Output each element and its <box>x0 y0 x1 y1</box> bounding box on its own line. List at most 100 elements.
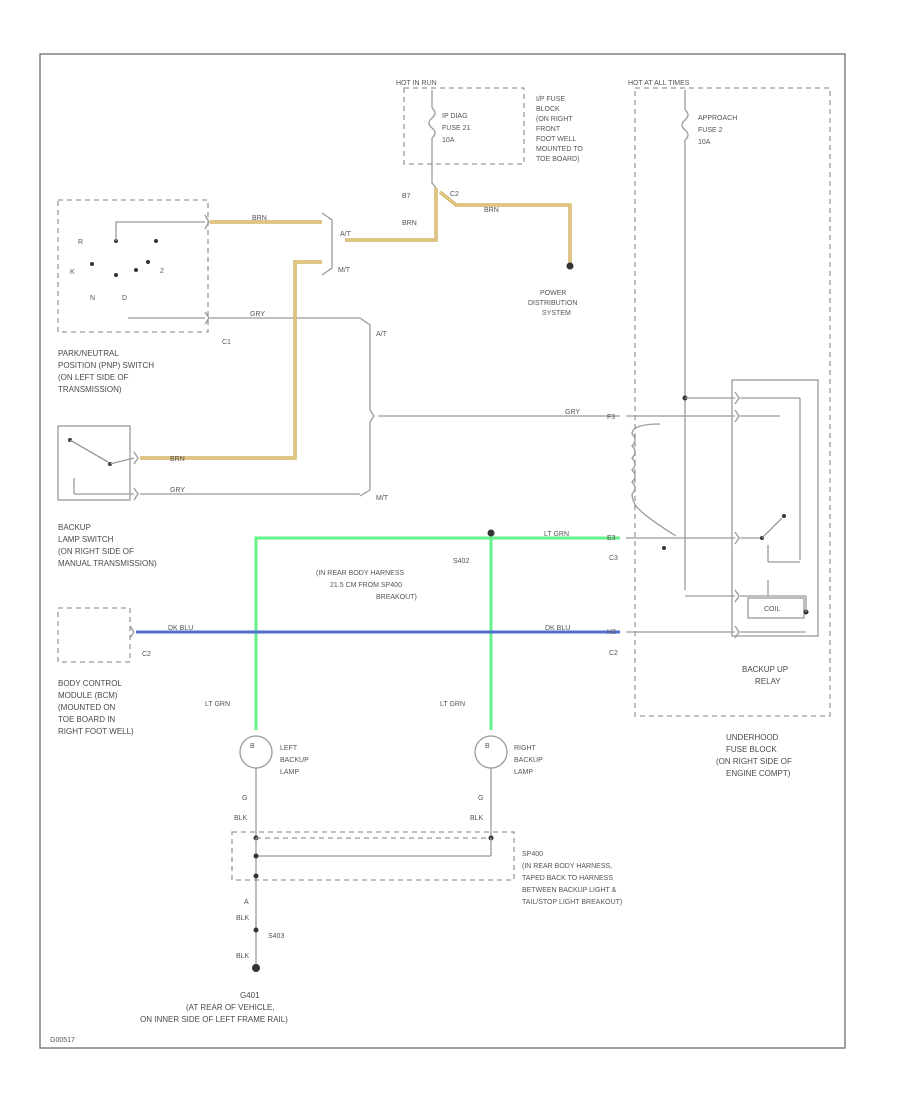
brn-label-right: BRN <box>484 207 499 214</box>
hot-in-run-label: HOT IN RUN <box>396 80 437 87</box>
pnp-gry-label: GRY <box>250 311 265 318</box>
bcm-l5: RIGHT FOOT WELL) <box>58 727 134 736</box>
s402-splice <box>487 529 495 537</box>
ip-fuse-block-outline <box>403 87 525 165</box>
underhood-l2: FUSE BLOCK <box>726 745 777 754</box>
right-lamp-l2: BACKUP <box>514 757 543 764</box>
at-mt-bracket-top <box>321 212 333 276</box>
fuse-2-symbol <box>681 109 689 141</box>
backup-switch-l2: LAMP SWITCH <box>58 535 114 544</box>
b7-label: B7 <box>402 193 411 200</box>
sp400-l5: TAIL/STOP LIGHT BREAKOUT) <box>522 899 622 906</box>
hot-at-all-times-label: HOT AT ALL TIMES <box>628 80 690 87</box>
pnp-label-l4: TRANSMISSION) <box>58 385 122 394</box>
backup-switch-box <box>57 425 131 501</box>
underhood-l3: (ON RIGHT SIDE OF <box>716 757 792 766</box>
relay-label-l1: BACKUP UP <box>742 665 788 674</box>
ip-fuse-block-l2: BLOCK <box>536 106 560 113</box>
c1-label: C1 <box>222 339 231 346</box>
lt-grn-left: LT GRN <box>205 701 230 708</box>
ground-g401 <box>252 964 260 972</box>
fuse-uh-line1: APPROACH <box>698 115 737 122</box>
pnp-label-l1: PARK/NEUTRAL <box>58 349 119 358</box>
power-dist-l1: POWER <box>540 290 566 297</box>
fuse-ip-line3: 10A <box>442 137 455 144</box>
gry-label-relay: GRY <box>565 409 580 416</box>
right-backup-lamp <box>474 735 508 769</box>
pnp-r: R <box>78 239 83 246</box>
fuse-uh-line2: FUSE 2 <box>698 127 723 134</box>
pnp-k: K <box>70 269 75 276</box>
sp400-l2: (IN REAR BODY HARNESS, <box>522 863 612 870</box>
lt-grn-label-top: LT GRN <box>544 531 569 538</box>
relay-coil <box>747 597 805 619</box>
g401-l1: G401 <box>240 991 260 1000</box>
coil-label: COIL <box>764 606 780 613</box>
pnp-2: 2 <box>160 268 164 275</box>
mt-label-lower: M/T <box>376 495 389 502</box>
blk-ground-1: BLK <box>236 915 250 922</box>
sp400-l1: SP400 <box>522 851 543 858</box>
power-dist-node <box>566 262 574 270</box>
bcm-l2: MODULE (BCM) <box>58 691 118 700</box>
ground-a: A <box>244 899 249 906</box>
pnp-n: N <box>90 295 95 302</box>
dk-blu-label-left: DK BLU <box>168 625 193 632</box>
right-lamp-bulb-glyph: B <box>485 743 490 750</box>
pnp-d: D <box>122 295 127 302</box>
e3-label: E3 <box>607 535 616 542</box>
switch-brn-label: BRN <box>170 456 185 463</box>
brn-wire-fuse-pnp <box>345 188 438 242</box>
diagram-frame <box>39 53 846 1049</box>
pnp-label-l2: POSITION (PNP) SWITCH <box>58 361 154 370</box>
left-blk: BLK <box>234 815 248 822</box>
s402-l1: S402 <box>453 558 469 565</box>
s402-l2: (IN REAR BODY HARNESS <box>316 570 404 577</box>
blk-ground-2: BLK <box>236 953 250 960</box>
bcm-l4: TOE BOARD IN <box>58 715 115 724</box>
ip-fuse-block-l5: FOOT WELL <box>536 136 576 143</box>
c2-bcm-label: C2 <box>142 651 151 658</box>
g401-l3: ON INNER SIDE OF LEFT FRAME RAIL) <box>140 1015 288 1024</box>
at-label-lower: A/T <box>376 331 388 338</box>
fuse-ip-line2: FUSE 21 <box>442 125 471 132</box>
relay-label-l2: RELAY <box>755 677 781 686</box>
backup-switch-l1: BACKUP <box>58 523 91 532</box>
underhood-l4: ENGINE COMPT) <box>726 769 791 778</box>
c2-relay-label: C2 <box>609 650 618 657</box>
at-label-top: A/T <box>340 231 352 238</box>
g401-l2: (AT REAR OF VEHICLE, <box>186 1003 275 1012</box>
backup-switch-l3: (ON RIGHT SIDE OF <box>58 547 134 556</box>
s403-label: S403 <box>268 933 284 940</box>
right-lamp-l1: RIGHT <box>514 745 537 752</box>
wavy-harness <box>631 423 677 537</box>
ip-fuse-block-l3: (ON RIGHT <box>536 116 573 123</box>
ip-fuse-block-l7: TOE BOARD) <box>536 156 579 163</box>
s403-splice <box>253 927 259 933</box>
s402-l3: 21.5 CM FROM SP400 <box>330 582 402 589</box>
left-lamp-l3: LAMP <box>280 769 299 776</box>
backup-switch-l4: MANUAL TRANSMISSION) <box>58 559 157 568</box>
left-g: G <box>242 795 247 802</box>
sp400-outline <box>231 831 515 881</box>
figure-id: G00517 <box>50 1037 75 1044</box>
brn-wire-power-dist <box>438 190 572 265</box>
left-lamp-l2: BACKUP <box>280 757 309 764</box>
mt-label-top: M/T <box>338 267 351 274</box>
ip-fuse-block-l6: MOUNTED TO <box>536 146 583 153</box>
dk-blu-label-right: DK BLU <box>545 625 570 632</box>
sp400-l3: TAPED BACK TO HARNESS <box>522 875 613 882</box>
underhood-l1: UNDERHOOD <box>726 733 779 742</box>
bcm-l3: (MOUNTED ON <box>58 703 116 712</box>
pnp-label-l3: (ON LEFT SIDE OF <box>58 373 129 382</box>
underhood-fuse-block-outline <box>634 87 831 717</box>
fuse-uh-line3: 10A <box>698 139 711 146</box>
bcm-outline <box>57 607 131 663</box>
ip-fuse-block-l4: FRONT <box>536 126 561 133</box>
pnp-brn-label: BRN <box>252 215 267 222</box>
right-blk: BLK <box>470 815 484 822</box>
pnp-switch-outline <box>57 199 209 333</box>
f3-label: F3 <box>607 414 615 421</box>
h3-label: H3 <box>607 629 616 636</box>
